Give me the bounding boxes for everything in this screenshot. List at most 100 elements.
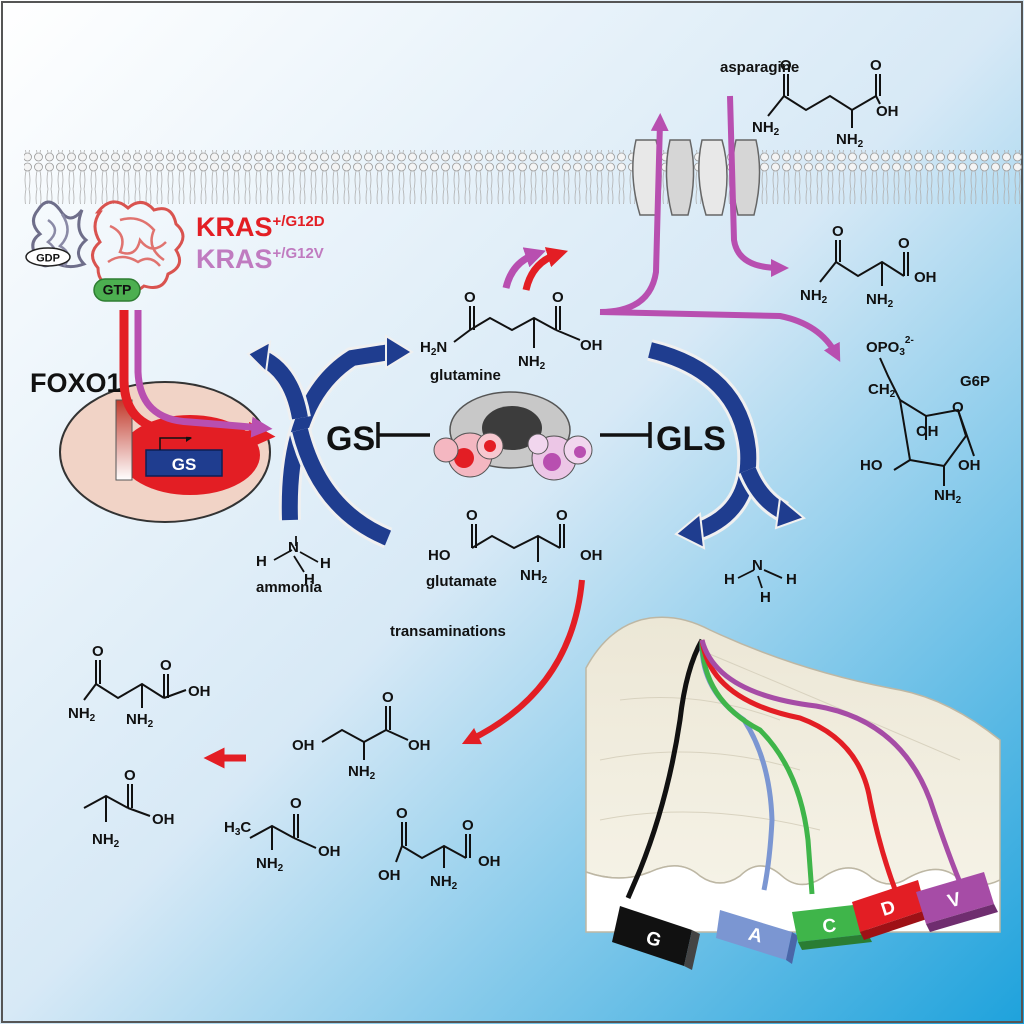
gln-o1: O — [464, 289, 476, 306]
asn-out-nh2b: NH2 — [836, 131, 864, 150]
gls-inhibition-bar — [600, 422, 652, 448]
aspartate-structure — [395, 822, 471, 868]
transcription-start-arrow — [159, 437, 186, 450]
transaminations-label: transaminations — [390, 623, 506, 640]
gls-enzyme-bracket — [647, 339, 806, 550]
transporter-channel-left — [632, 139, 695, 216]
asn-prod-oh: OH — [188, 683, 211, 700]
gls-enzyme-label: GLS — [656, 420, 726, 458]
ser-oh2: OH — [408, 737, 431, 754]
asn-prod-o1: O — [92, 643, 104, 660]
kras-g12d-signal-arrow — [119, 310, 276, 449]
g6p-oh2: OH — [958, 457, 981, 474]
glutamine-structure — [453, 306, 581, 348]
asn-in-o1: O — [832, 223, 844, 240]
ammonia-left-structure — [273, 536, 319, 573]
gs-gene-box — [145, 449, 223, 477]
transporter-channel-right — [698, 139, 761, 216]
trajectory-v — [699, 639, 967, 894]
nh3-left-h2: H — [320, 555, 331, 572]
asparagine-product-structure — [83, 660, 187, 708]
lane-tag-g: G — [612, 906, 700, 970]
asn-prod-nh2a: NH2 — [68, 705, 96, 724]
lane-tag-c: C — [792, 904, 872, 950]
foxo1-label: FOXO1 — [30, 368, 122, 398]
ala2-oh: OH — [318, 843, 341, 860]
ser-nh2: NH2 — [348, 763, 376, 782]
glutamine-up-arrow-purple — [502, 247, 546, 289]
alanine-middle-structure — [249, 814, 317, 850]
nh3-right-h1: H — [724, 571, 735, 588]
ser-o: O — [382, 689, 394, 706]
asp-o1: O — [396, 805, 408, 822]
gln-nh2: NH2 — [518, 353, 546, 372]
ala1-o: O — [124, 767, 136, 784]
gs-enzyme-label: GS — [326, 420, 375, 458]
asn-prod-o2: O — [160, 657, 172, 674]
ammonia-label: ammonia — [256, 579, 323, 596]
glu-ho: HO — [428, 547, 451, 564]
svg-text:C: C — [821, 915, 837, 937]
asn-prod-nh2b: NH2 — [126, 711, 154, 730]
g6p-ch2: CH2 — [868, 381, 896, 400]
cell-membrane — [24, 150, 1022, 204]
glutamine-up-arrow-red — [522, 247, 569, 291]
ser-oh1: OH — [292, 737, 315, 754]
gln-o2: O — [552, 289, 564, 306]
g6p-nh2: NH2 — [934, 487, 962, 506]
gs-gene-label: GS — [172, 455, 197, 474]
ammonia-right-structure — [737, 569, 783, 589]
nh3-right-h3: H — [760, 589, 771, 606]
gln-h2n: H2N — [420, 339, 447, 358]
glutamate-structure — [471, 524, 565, 562]
gs-inhibition-bar — [376, 422, 430, 448]
alanine-product-structure — [83, 784, 151, 822]
nh3-right-h2: H — [786, 571, 797, 588]
lane-tag-d: D — [852, 880, 930, 940]
ala2-nh2: NH2 — [256, 855, 284, 874]
asp-oh1: OH — [378, 867, 401, 884]
asn-out-o2: O — [870, 57, 882, 74]
ala2-h3c: H3C — [224, 819, 251, 838]
transamination-arrow — [461, 579, 585, 745]
nh3-left-h3: H — [304, 571, 315, 588]
asp-o2: O — [462, 817, 474, 834]
glutamine-label: glutamine — [430, 367, 501, 384]
glu-oh: OH — [580, 547, 603, 564]
gtp-badge — [93, 278, 141, 302]
serine-structure — [321, 706, 409, 760]
asn-out-nh2a: NH2 — [752, 119, 780, 138]
asn-in-o2: O — [898, 235, 910, 252]
asparagine-import-arrow — [727, 95, 789, 277]
trajectory-d — [699, 639, 899, 893]
asn-out-o1: O — [780, 57, 792, 74]
kras-gtp-protein — [91, 200, 185, 293]
ala1-oh: OH — [152, 811, 175, 828]
kras-g12d-label: KRAS+/G12D — [196, 212, 325, 242]
gln-oh: OH — [580, 337, 603, 354]
kras-g12v-signal-arrow — [134, 310, 273, 438]
trajectory-c — [699, 639, 815, 895]
lane-tag-v: V — [916, 872, 998, 932]
gs-enzyme-bracket — [246, 334, 414, 549]
g6p-ring-o: O — [952, 399, 964, 416]
g6p-label: G6P — [960, 373, 990, 390]
asparagine-extracellular — [767, 74, 881, 128]
gtp-label: GTP — [103, 282, 132, 298]
asparagine-label: asparagine — [720, 59, 799, 76]
asn-in-oh: OH — [914, 269, 937, 286]
asn-in-nh2a: NH2 — [800, 287, 828, 306]
asp-oh2: OH — [478, 853, 501, 870]
gdp-badge — [25, 247, 71, 267]
asp-nh2: NH2 — [430, 873, 458, 892]
asn-out-oh: OH — [876, 103, 899, 120]
g6p-ho: HO — [860, 457, 883, 474]
svg-text:D: D — [879, 897, 899, 921]
tumor-cell-cluster — [433, 391, 593, 481]
glutamate-label: glutamate — [426, 573, 497, 590]
glu-nh2: NH2 — [520, 567, 548, 586]
ala2-o: O — [290, 795, 302, 812]
